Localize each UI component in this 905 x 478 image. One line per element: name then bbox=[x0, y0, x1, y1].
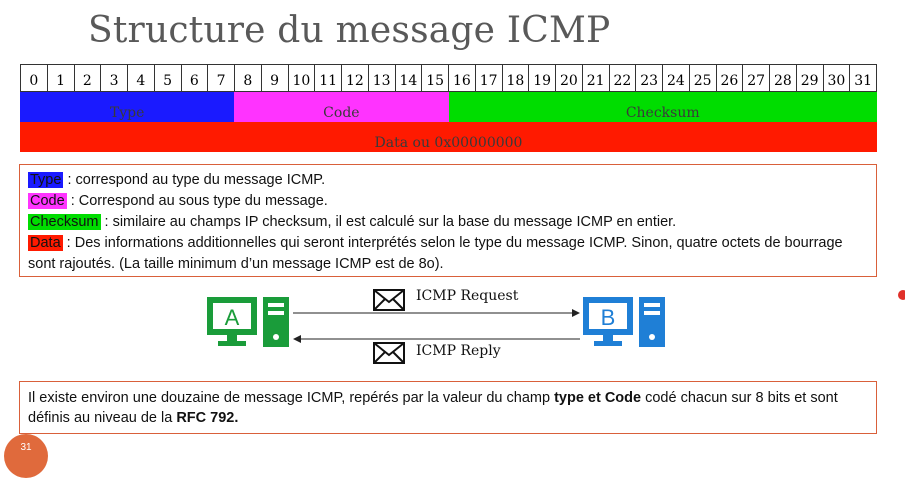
type-term: Type bbox=[28, 172, 64, 188]
reply-arrow bbox=[293, 335, 580, 343]
checksum-description-text: : similaire au champs IP checksum, il es… bbox=[100, 214, 677, 230]
bit-index-cell: 4 bbox=[128, 65, 155, 91]
bit-index-cell: 29 bbox=[797, 65, 824, 91]
bit-index-cell: 28 bbox=[770, 65, 797, 91]
bit-index-cell: 15 bbox=[422, 65, 449, 91]
bit-index-cell: 20 bbox=[556, 65, 583, 91]
bit-index-cell: 25 bbox=[690, 65, 717, 91]
bit-index-cell: 12 bbox=[342, 65, 369, 91]
bit-index-cell: 14 bbox=[396, 65, 423, 91]
note-text-2: codé chacun sur 8 bits et sont définis a… bbox=[28, 390, 838, 426]
icmp-note: Il existe environ une douzaine de messag… bbox=[19, 381, 877, 434]
bit-index-cell: 26 bbox=[717, 65, 744, 91]
bit-index-cell: 9 bbox=[262, 65, 289, 91]
bit-index-cell: 0 bbox=[21, 65, 48, 91]
checksum-description: Checksum : similaire au champs IP checks… bbox=[28, 212, 868, 233]
request-arrow bbox=[293, 309, 580, 317]
bit-index-cell: 1 bbox=[48, 65, 75, 91]
computer-a-icon: A bbox=[207, 297, 289, 347]
bit-index-cell: 21 bbox=[583, 65, 610, 91]
data-field: Data ou 0x00000000 bbox=[20, 122, 877, 152]
icmp-exchange-diagram: A B bbox=[0, 285, 905, 370]
bit-index-cell: 30 bbox=[824, 65, 851, 91]
decorative-dot bbox=[898, 290, 905, 300]
bit-index-cell: 17 bbox=[476, 65, 503, 91]
type-field: Type bbox=[20, 92, 235, 122]
data-description-text: : Des informations additionnelles qui se… bbox=[28, 235, 843, 272]
code-description: Code : Correspond au sous type du messag… bbox=[28, 191, 868, 212]
field-descriptions: Type : correspond au type du message ICM… bbox=[19, 164, 877, 277]
checksum-term: Checksum bbox=[28, 214, 101, 230]
code-term: Code bbox=[28, 193, 67, 209]
type-description-text: : correspond au type du message ICMP. bbox=[63, 172, 326, 188]
bit-index-cell: 11 bbox=[315, 65, 342, 91]
note-bold-type-code: type et Code bbox=[554, 390, 642, 406]
page-number: 31 bbox=[4, 434, 48, 478]
checksum-field: Checksum bbox=[448, 92, 877, 122]
note-bold-rfc: RFC 792. bbox=[176, 410, 239, 426]
bit-index-cell: 5 bbox=[155, 65, 182, 91]
bit-index-cell: 27 bbox=[743, 65, 770, 91]
code-field: Code bbox=[234, 92, 449, 122]
envelope-icon bbox=[373, 289, 405, 311]
icmp-reply-label: ICMP Reply bbox=[416, 343, 501, 359]
host-a-label: A bbox=[225, 305, 240, 330]
bit-index-cell: 31 bbox=[854, 73, 873, 89]
bit-index-cell: 10 bbox=[289, 65, 316, 91]
data-term: Data bbox=[28, 235, 63, 251]
bit-index-cell: 13 bbox=[369, 65, 396, 91]
data-description: Data : Des informations additionnelles q… bbox=[28, 233, 868, 275]
bit-index-cell: 8 bbox=[235, 65, 262, 91]
bit-index-cell: 19 bbox=[529, 65, 556, 91]
note-text-1: Il existe environ une douzaine de messag… bbox=[28, 390, 555, 406]
computer-b-icon: B bbox=[583, 297, 665, 347]
bit-index-cell: 6 bbox=[182, 65, 209, 91]
bit-index-cell: 7 bbox=[208, 65, 235, 91]
bit-index-cell: 3 bbox=[101, 65, 128, 91]
code-description-text: : Correspond au sous type du message. bbox=[66, 193, 328, 209]
envelope-icon bbox=[373, 342, 405, 364]
host-b-label: B bbox=[601, 305, 616, 330]
bit-index-cell: 16 bbox=[449, 65, 476, 91]
slide-title: Structure du message ICMP bbox=[88, 10, 611, 51]
bit-index-cell: 23 bbox=[636, 65, 663, 91]
bit-index-cell: 24 bbox=[663, 65, 690, 91]
header-fields-row: Type Code Checksum bbox=[20, 92, 877, 122]
type-description: Type : correspond au type du message ICM… bbox=[28, 170, 868, 191]
bit-index-cell: 22 bbox=[610, 65, 637, 91]
bit-index-cell: 2 bbox=[75, 65, 102, 91]
bit-index-cell: 18 bbox=[503, 65, 530, 91]
icmp-request-label: ICMP Request bbox=[416, 288, 519, 304]
